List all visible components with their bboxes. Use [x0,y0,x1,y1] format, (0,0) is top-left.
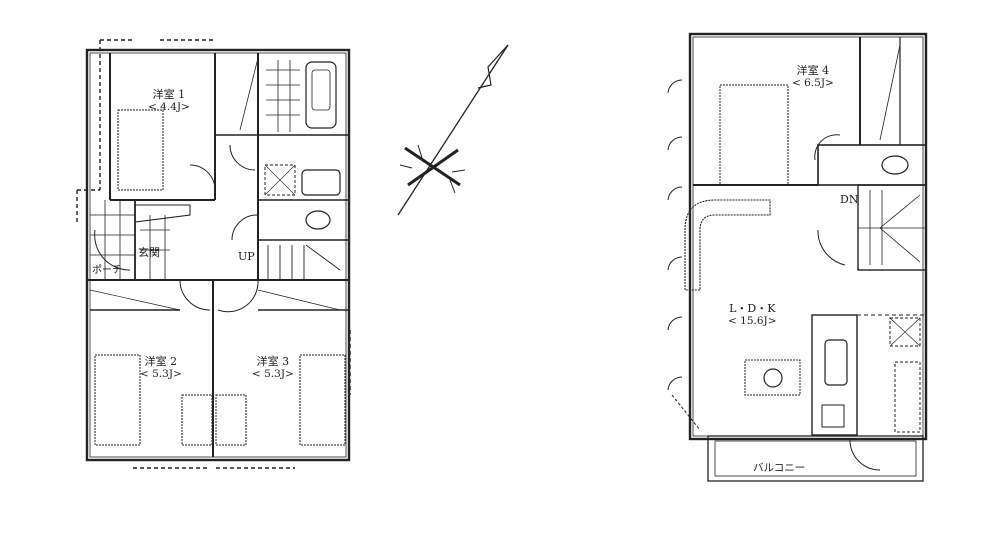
porch-label: ポーチ [92,265,122,276]
room-name: L・D・K [729,302,776,315]
stairs-down-label: DN [840,193,859,206]
room-size: < 6.5J> [792,77,834,89]
entrance-label: 玄関 [138,246,160,259]
room-name: 洋室 2 [144,355,178,368]
stairs-up-label: UP [238,250,255,263]
room-size: < 5.3J> [252,368,294,380]
room-label-bedroom-1: 洋室 1 < 4.4J> [148,88,190,114]
room-size: < 5.3J> [140,368,182,380]
room-label-bedroom-3: 洋室 3 < 5.3J> [252,355,294,381]
room-label-bedroom-2: 洋室 2 < 5.3J> [140,355,182,381]
balcony-label: バルコニー [753,462,806,474]
room-size: < 4.4J> [148,101,190,113]
room-label-bedroom-4: 洋室 4 < 6.5J> [792,64,834,90]
north-arrow-icon [397,44,509,216]
room-name: 洋室 3 [256,355,290,368]
room-label-ldk: L・D・K < 15.6J> [728,302,777,328]
room-name: 洋室 4 [796,64,830,77]
floor2-plan [667,32,928,482]
floor1-plan [76,39,351,469]
room-name: 洋室 1 [152,88,186,101]
room-size: < 15.6J> [728,315,777,327]
